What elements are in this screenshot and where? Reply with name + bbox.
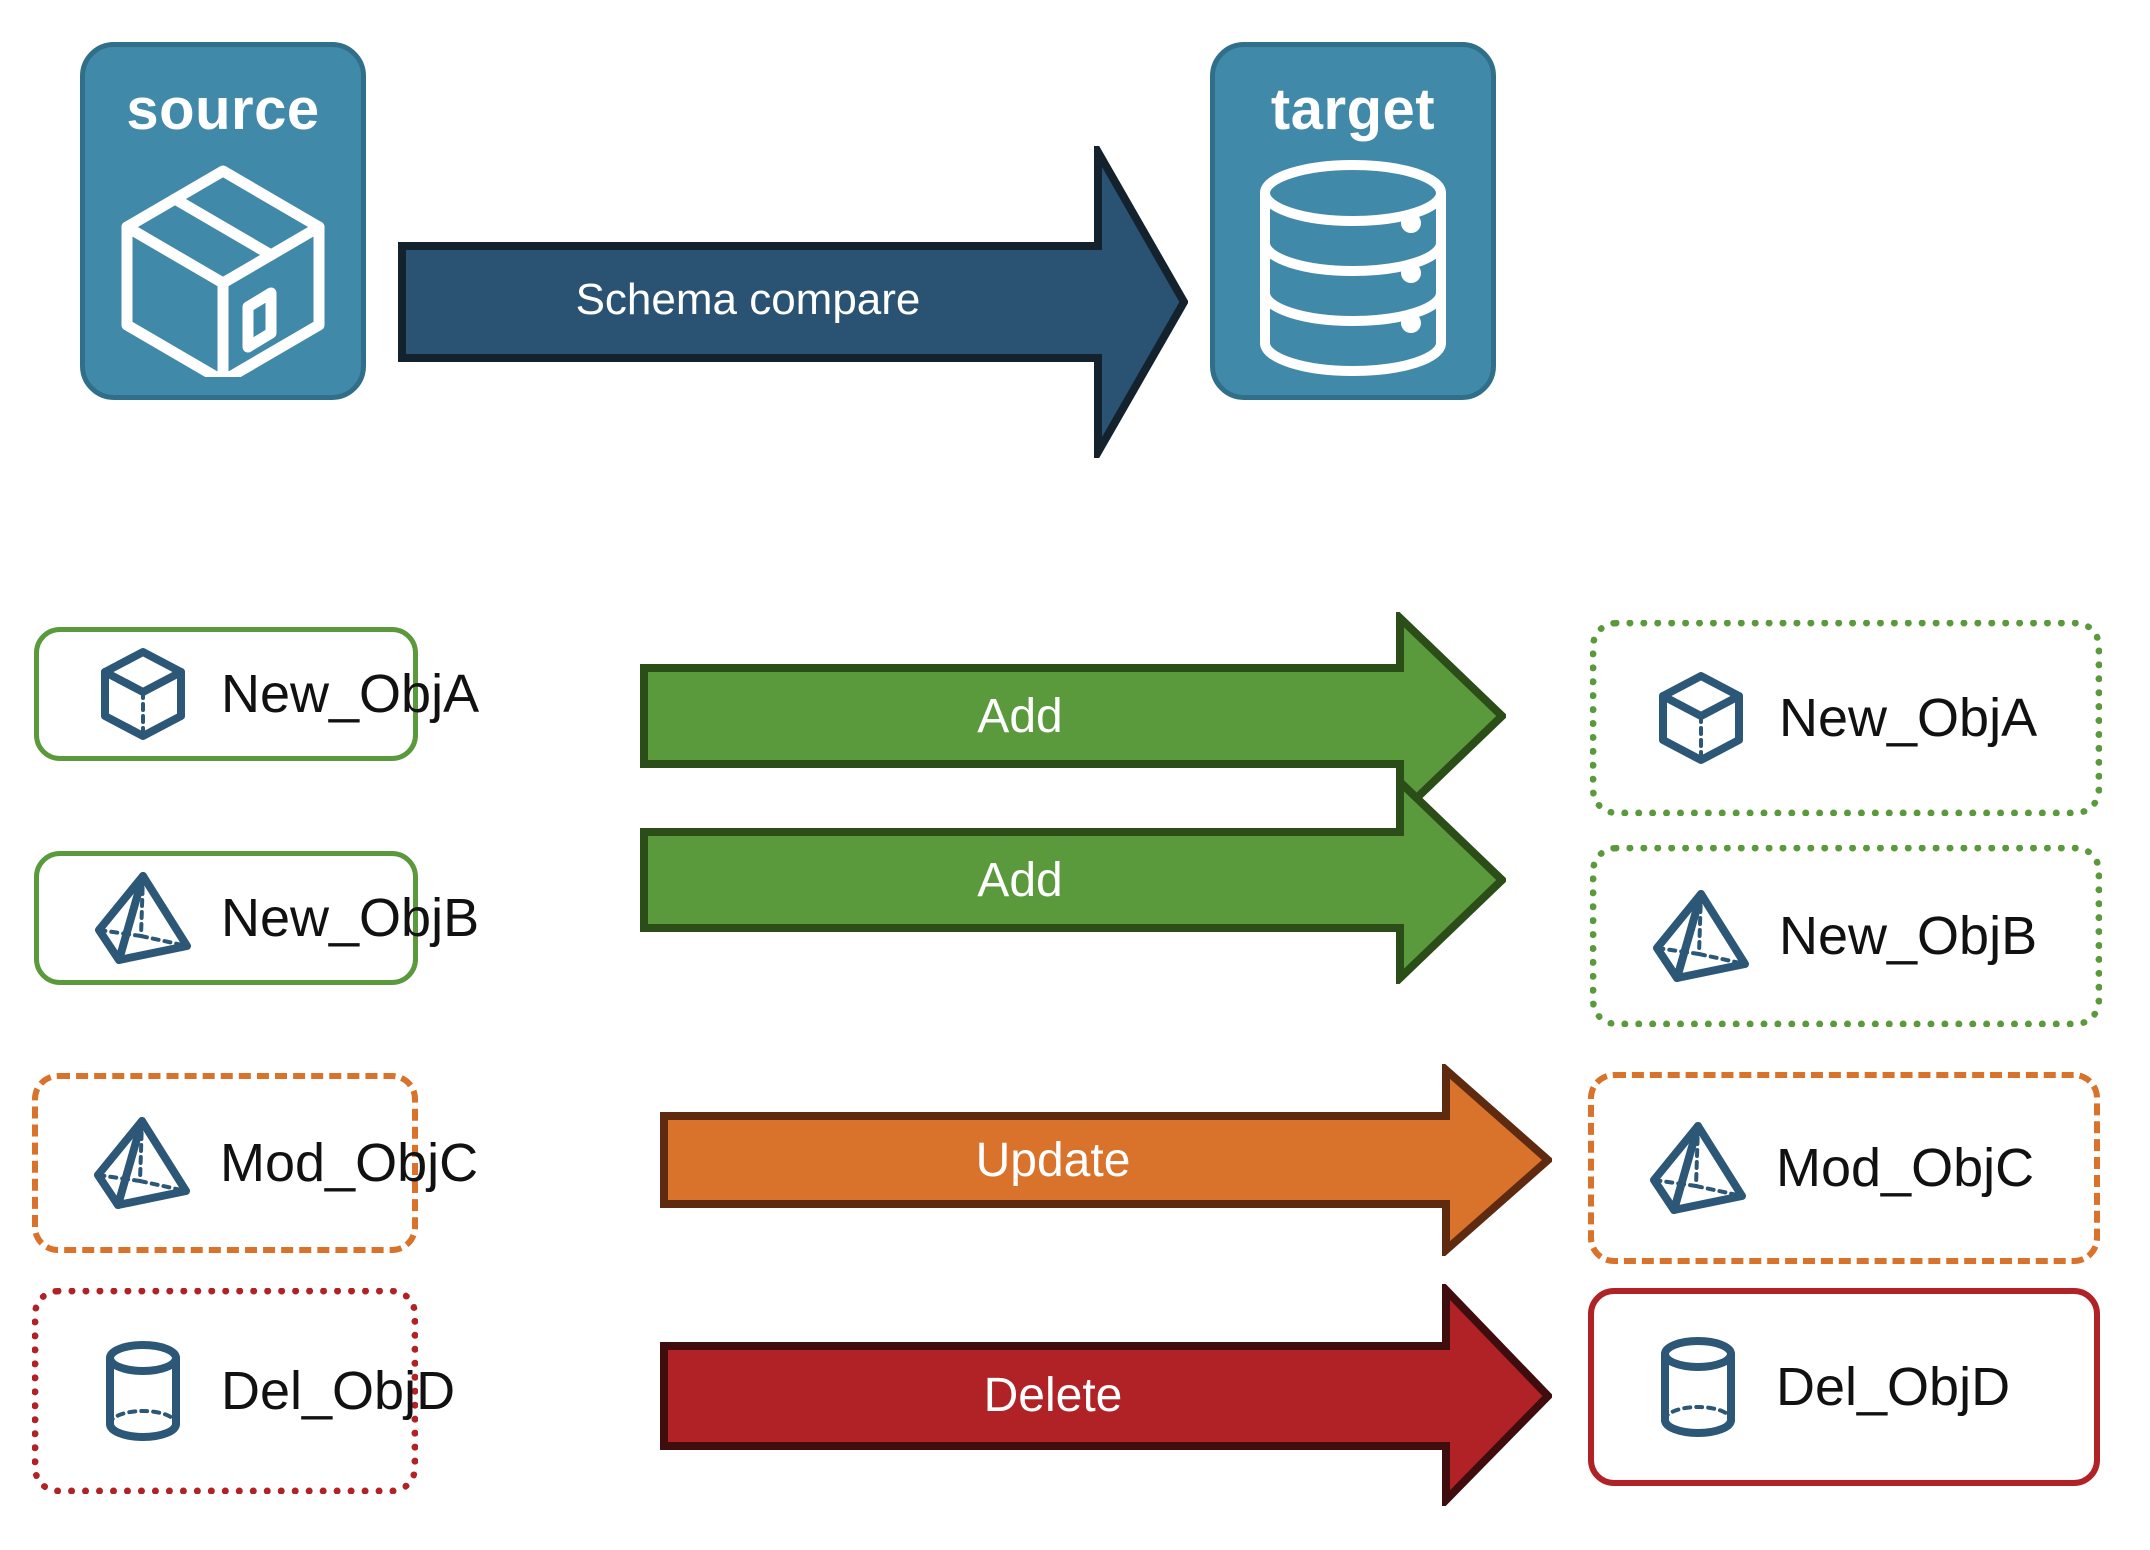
target-object-label: Del_ObjD <box>1776 1357 2011 1417</box>
cube-wireframe-icon <box>1649 670 1753 766</box>
target-title: target <box>1270 77 1436 142</box>
target-endpoint-card: target <box>1210 42 1496 400</box>
source-title: source <box>126 77 320 142</box>
target-object-card[interactable]: New_ObjB <box>1590 845 2102 1027</box>
schema-compare-arrow: Schema compare <box>398 136 1189 468</box>
target-object-label: New_ObjA <box>1779 688 2038 748</box>
pyramid-wireframe-icon <box>1646 1118 1750 1218</box>
add-arrow-2: Add <box>640 776 1506 984</box>
target-object-card[interactable]: Mod_ObjC <box>1588 1072 2100 1264</box>
cylinder-wireframe-icon <box>91 1338 195 1444</box>
source-object-label: New_ObjA <box>221 664 480 724</box>
source-object-label: Del_ObjD <box>221 1361 456 1421</box>
target-object-card[interactable]: New_ObjA <box>1590 620 2102 816</box>
source-object-card[interactable]: New_ObjA <box>34 627 479 761</box>
target-object-label: New_ObjB <box>1779 906 2038 966</box>
delete-arrow: Delete <box>660 1284 1552 1506</box>
target-object-card[interactable]: Del_ObjD <box>1588 1288 2100 1486</box>
pyramid-wireframe-icon <box>1649 886 1753 986</box>
source-object-card[interactable]: Mod_ObjC <box>32 1073 478 1253</box>
pyramid-wireframe-icon <box>90 1113 194 1213</box>
source-endpoint-card: source <box>80 42 366 400</box>
cube-wireframe-icon <box>91 646 195 742</box>
cylinder-wireframe-icon <box>1646 1334 1750 1440</box>
source-object-card[interactable]: Del_ObjD <box>32 1288 455 1494</box>
source-object-label: Mod_ObjC <box>220 1133 479 1193</box>
package-box-icon <box>108 157 338 387</box>
source-object-card[interactable]: New_ObjB <box>34 851 479 985</box>
schema-compare-arrow-label: Schema compare <box>575 275 921 324</box>
update-arrow: Update <box>660 1064 1552 1256</box>
pyramid-wireframe-icon <box>91 868 195 968</box>
target-object-label: Mod_ObjC <box>1776 1138 2035 1198</box>
database-cylinder-icon <box>1253 157 1453 384</box>
source-object-label: New_ObjB <box>221 888 480 948</box>
